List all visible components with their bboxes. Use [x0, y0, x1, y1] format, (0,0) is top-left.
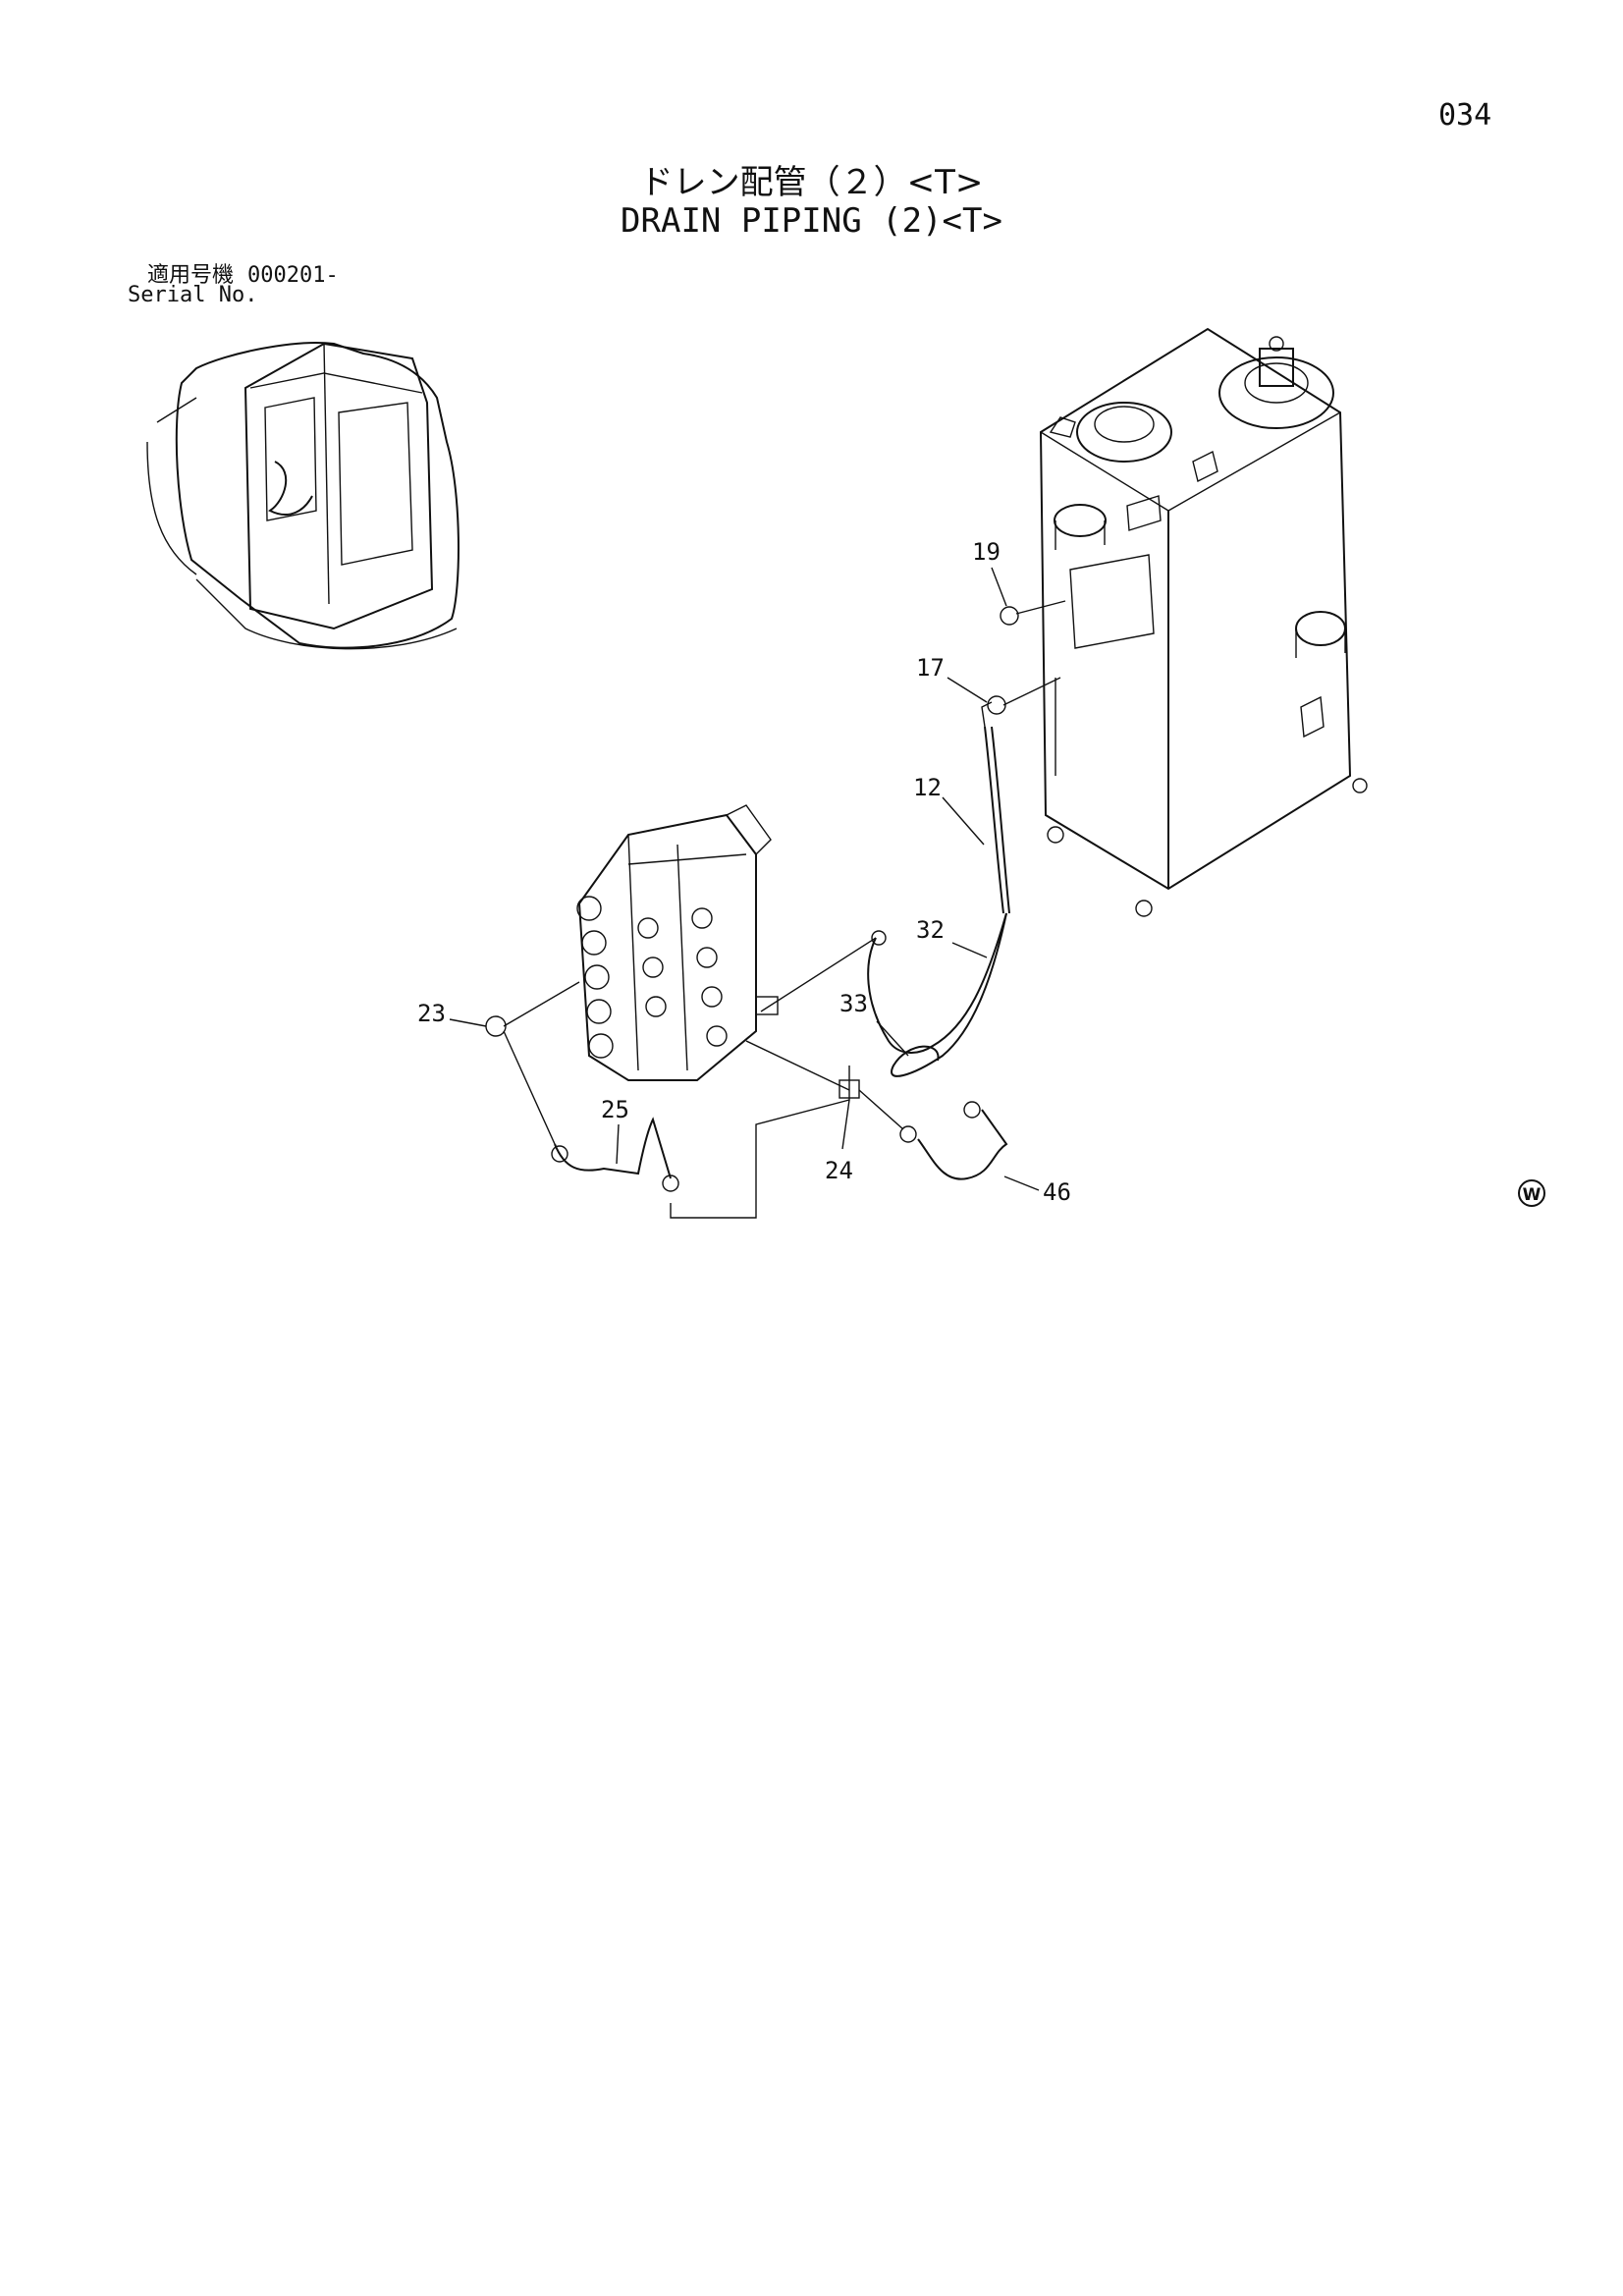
page-title-japanese: ドレン配管（２）<T> — [639, 163, 984, 202]
serial-value: 000201- — [247, 263, 339, 288]
callout-24: 24 — [825, 1157, 853, 1184]
page-title-english: DRAIN PIPING (2)<T> — [621, 201, 1002, 241]
circled-w-mark: W — [1518, 1179, 1545, 1207]
serial-applicable-label: 適用号機 000201- — [147, 257, 339, 289]
serial-label-jp: 適用号機 — [147, 263, 235, 288]
callout-23: 23 — [417, 1000, 446, 1027]
callout-12: 12 — [913, 774, 942, 801]
piping-lines — [485, 600, 1066, 1219]
hydraulic-tank — [1039, 327, 1368, 917]
callout-33: 33 — [839, 990, 868, 1017]
control-valve — [576, 804, 779, 1081]
callout-32: 32 — [916, 916, 945, 944]
callout-25: 25 — [601, 1096, 629, 1123]
page-number: 034 — [1438, 98, 1492, 133]
callout-leaders — [449, 567, 1040, 1191]
callout-19: 19 — [972, 538, 1001, 566]
mark-letter: W — [1523, 1185, 1542, 1205]
excavator-cab-thumbnail — [146, 342, 460, 650]
serial-label-en: Serial No. — [128, 283, 258, 307]
callout-17: 17 — [916, 654, 945, 682]
callout-46: 46 — [1043, 1178, 1071, 1206]
